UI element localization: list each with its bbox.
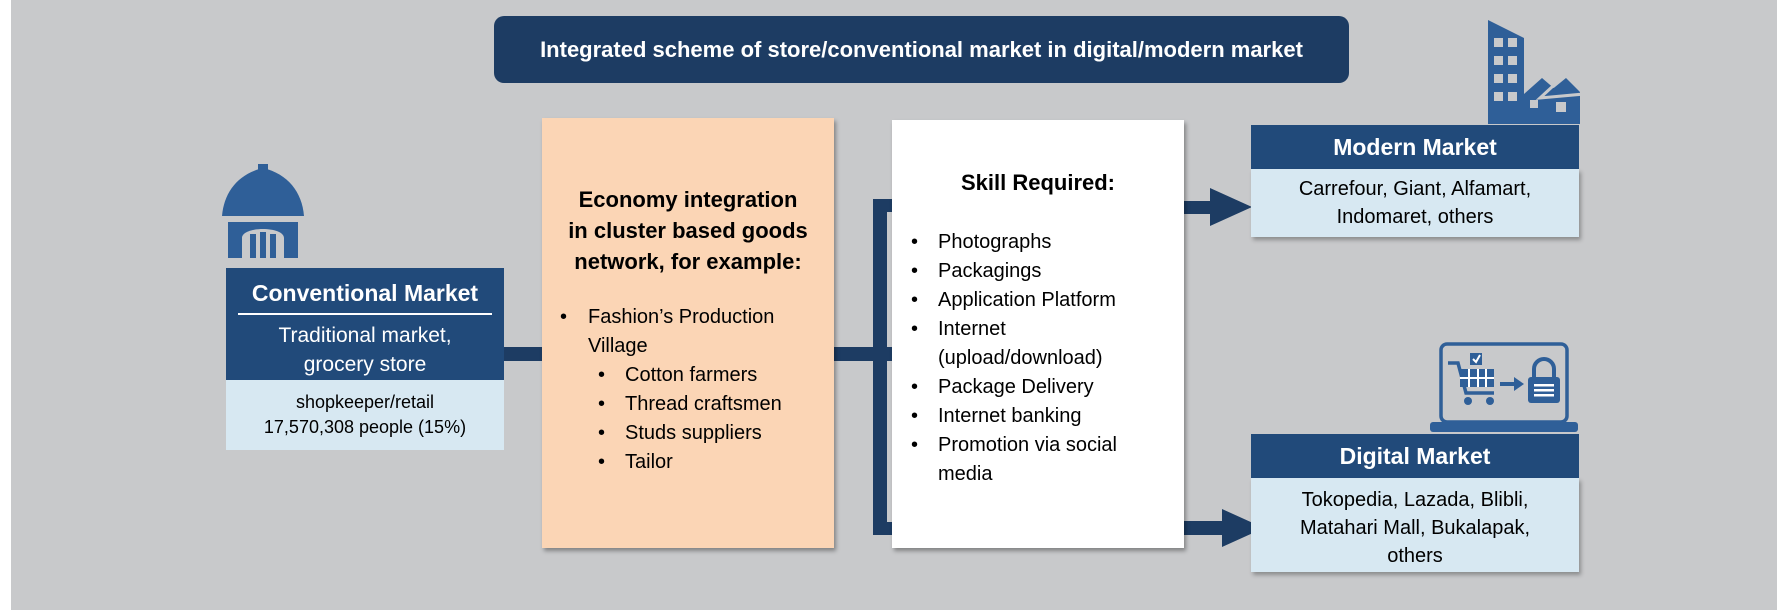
digital-market-title: Digital Market — [1339, 442, 1491, 469]
skill-item: Internet banking — [892, 402, 1184, 431]
conventional-market-header: Conventional Market Traditional market, … — [226, 268, 504, 380]
city-buildings-icon — [1488, 20, 1582, 124]
arrow-to-modern-head — [1210, 188, 1252, 226]
modern-market-line: Carrefour, Giant, Alfamart, — [1298, 178, 1532, 200]
conventional-market-description: Traditional market, grocery store — [226, 321, 504, 379]
skill-item-line: media — [938, 463, 993, 485]
connector-branch-top — [873, 199, 892, 212]
diagram-title-text: Integrated scheme of store/conventional … — [540, 36, 1303, 62]
skill-item-line: Package Delivery — [938, 376, 1094, 398]
connector-conventional-to-economy — [504, 347, 542, 361]
digital-market-line: Tokopedia, Lazada, Blibli, — [1301, 489, 1529, 511]
skill-item-line: Packagings — [938, 260, 1042, 282]
modern-market-line: Indomaret, others — [1336, 206, 1494, 228]
modern-market-title: Modern Market — [1333, 133, 1497, 160]
skill-item-line: Promotion via social — [938, 434, 1117, 456]
skill-required-box: Skill Required: Photographs Packagings A… — [892, 120, 1184, 548]
connector-branch-vertical — [873, 199, 887, 535]
skill-list: Photographs Packagings Application Platf… — [892, 228, 1184, 489]
skill-item: Packagings — [892, 257, 1184, 286]
economy-sublist: Cotton farmers Thread craftsmen Studs su… — [542, 361, 834, 477]
skill-item: Package Delivery — [892, 373, 1184, 402]
economy-subitem: Thread craftsmen — [542, 390, 834, 419]
conventional-market-description-line: grocery store — [303, 353, 427, 376]
arrow-to-modern-shaft — [1184, 201, 1212, 214]
digital-market-header: Digital Market — [1251, 434, 1579, 478]
skill-item: Promotion via social media — [892, 431, 1184, 489]
diagram-title: Integrated scheme of store/conventional … — [494, 16, 1349, 83]
skill-item: Application Platform — [892, 286, 1184, 315]
conventional-market-stats-line: 17,570,308 people (15%) — [263, 417, 467, 437]
economy-list-item: Fashion’s Production Village — [542, 303, 834, 361]
skill-item-line: Application Platform — [938, 289, 1116, 311]
economy-list: Fashion’s Production Village — [542, 303, 834, 361]
laptop-cart-lock-icon — [1430, 342, 1578, 432]
skill-item-line: Internet banking — [938, 405, 1082, 427]
skill-item-line: Photographs — [938, 231, 1052, 253]
economy-integration-heading: Economy integration in cluster based goo… — [542, 184, 834, 277]
digital-market-line: others — [1387, 545, 1443, 567]
arrow-to-digital-shaft — [1184, 521, 1224, 535]
modern-market-body: Carrefour, Giant, Alfamart, Indomaret, o… — [1251, 169, 1579, 237]
economy-subitem: Cotton farmers — [542, 361, 834, 390]
connector-branch-bottom — [873, 522, 892, 535]
economy-item-line: Fashion’s Production — [588, 306, 775, 328]
skill-required-heading: Skill Required: — [960, 170, 1116, 195]
skill-item-line: (upload/download) — [938, 347, 1103, 369]
economy-subitem: Studs suppliers — [542, 419, 834, 448]
economy-heading-line: Economy integration — [578, 187, 798, 212]
conventional-market-stats-line: shopkeeper/retail — [295, 392, 435, 412]
economy-heading-line: network, for example: — [574, 249, 802, 274]
skill-item: Internet (upload/download) — [892, 315, 1184, 373]
economy-subitem: Tailor — [542, 448, 834, 477]
economy-item-line: Village — [588, 335, 648, 357]
modern-market-header: Modern Market — [1251, 125, 1579, 169]
conventional-market-stats: shopkeeper/retail 17,570,308 people (15%… — [226, 380, 504, 450]
economy-heading-line: in cluster based goods — [568, 218, 808, 243]
skill-item-line: Internet — [938, 318, 1006, 340]
digital-market-body: Tokopedia, Lazada, Blibli, Matahari Mall… — [1251, 478, 1579, 572]
hut-icon — [222, 164, 304, 258]
skill-item: Photographs — [892, 228, 1184, 257]
conventional-market-description-line: Traditional market, — [278, 324, 452, 347]
digital-market-line: Matahari Mall, Bukalapak, — [1299, 517, 1531, 539]
conventional-market-title: Conventional Market — [238, 280, 492, 315]
economy-integration-box: Economy integration in cluster based goo… — [542, 118, 834, 548]
